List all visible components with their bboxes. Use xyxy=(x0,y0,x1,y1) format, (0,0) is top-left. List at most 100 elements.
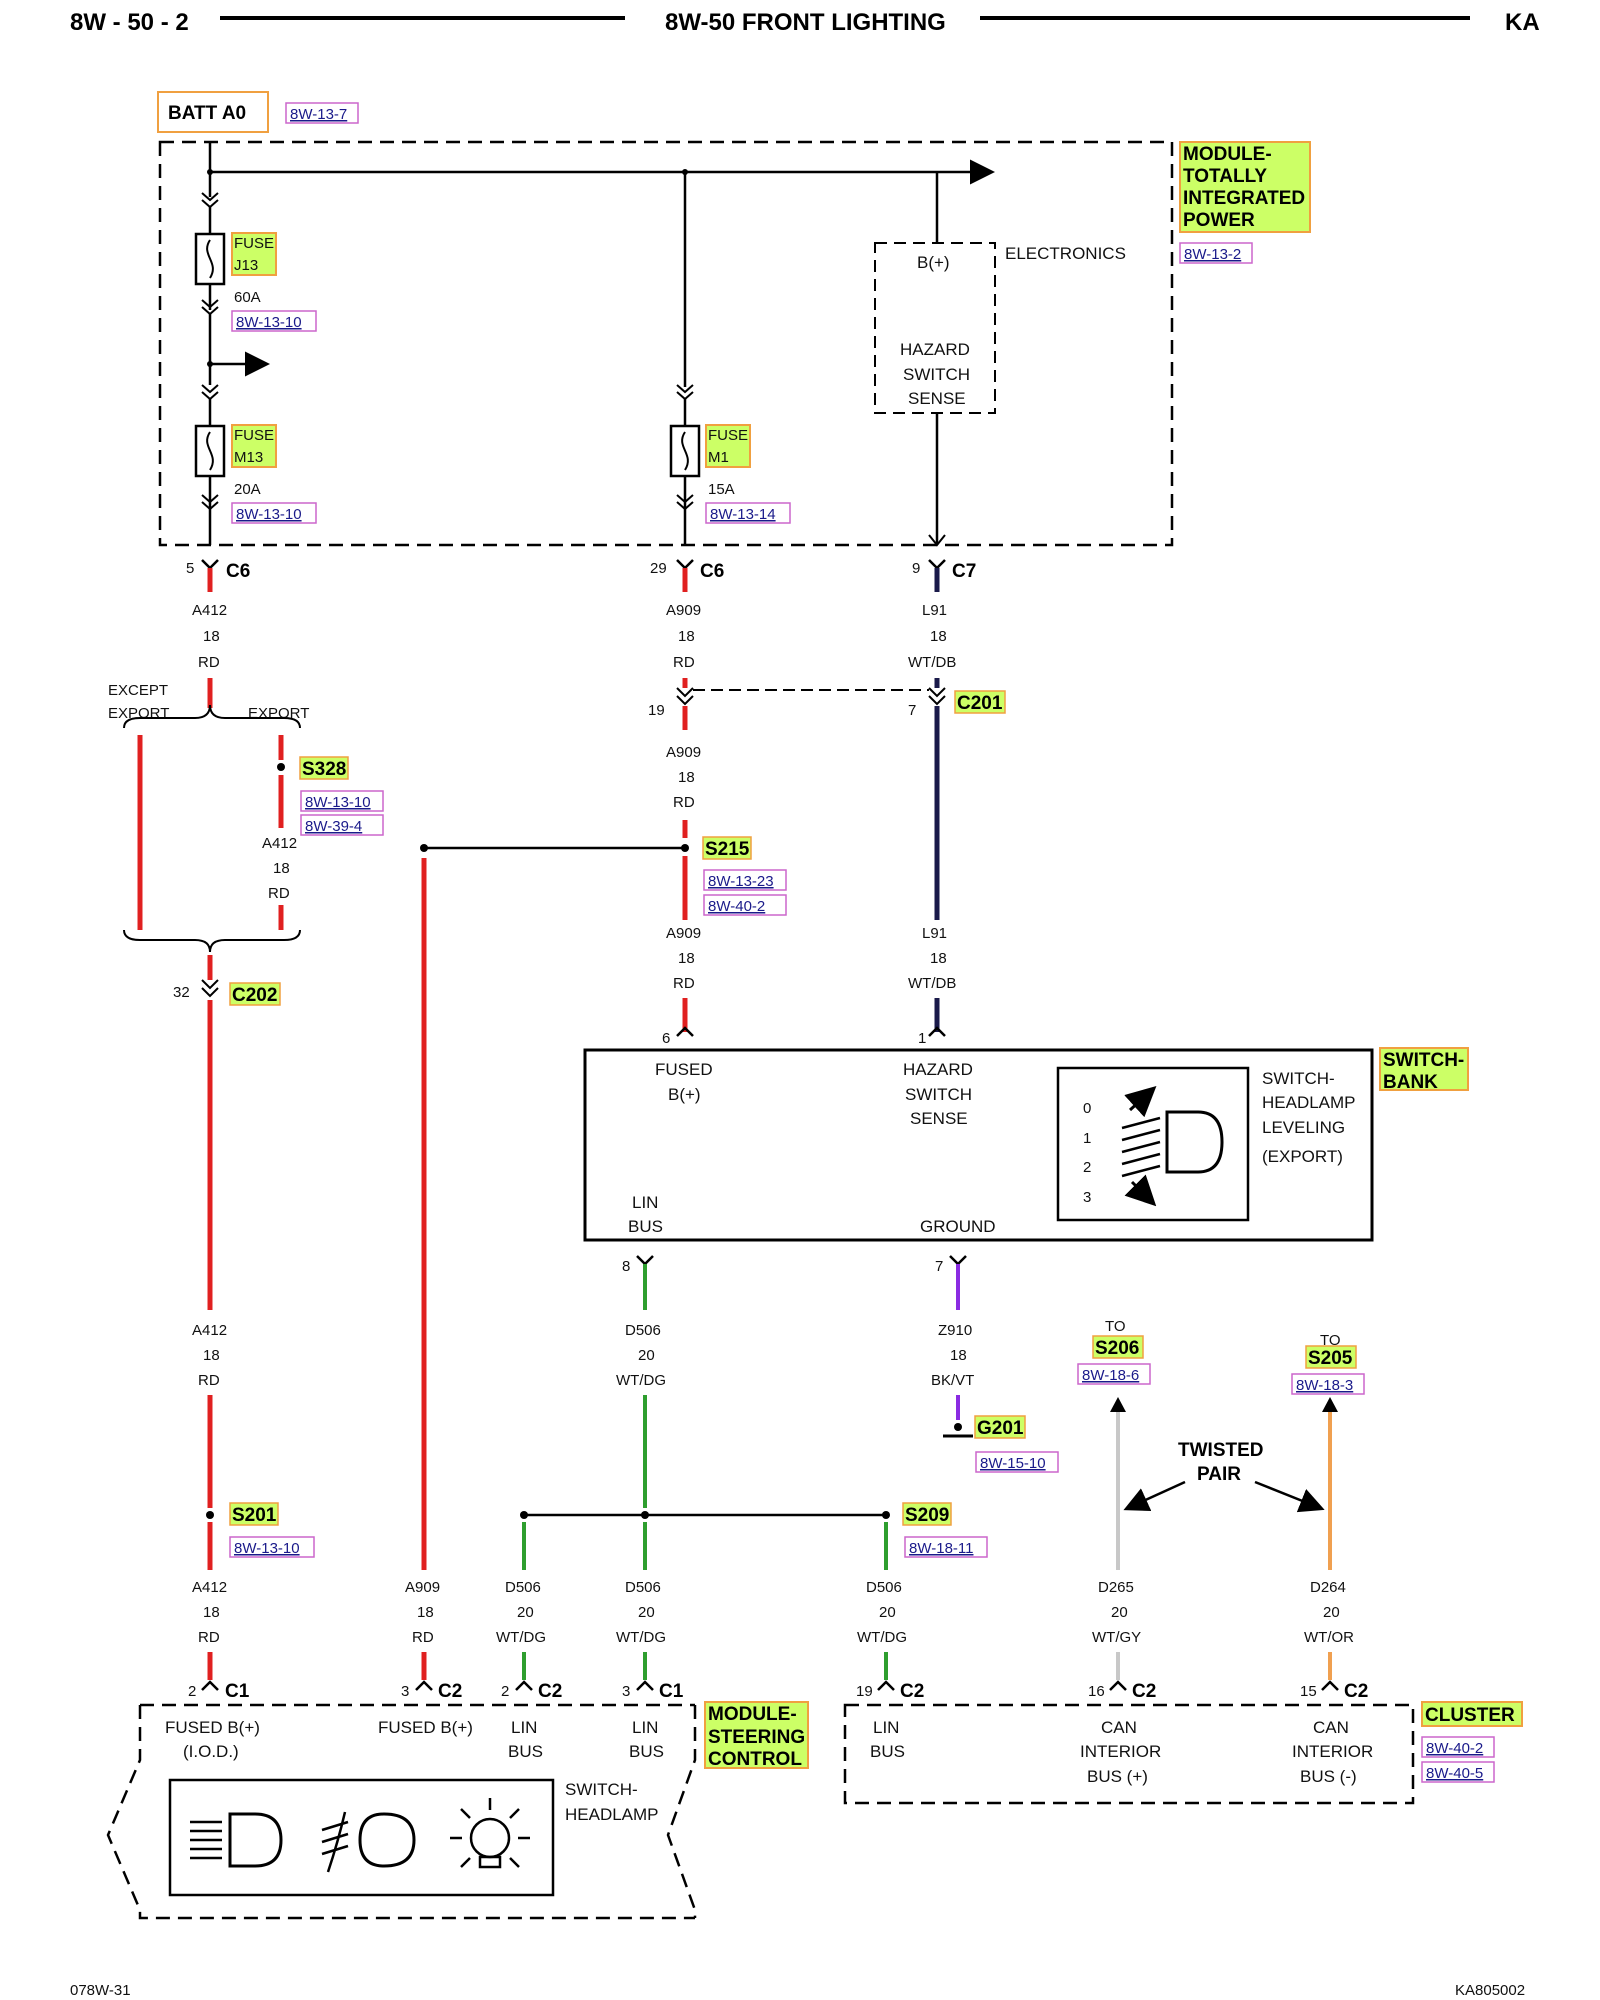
svg-text:C6: C6 xyxy=(226,561,250,582)
svg-text:WT/DB: WT/DB xyxy=(908,654,956,671)
wire-label-l91-mid: L91 18 WT/DB xyxy=(908,925,956,992)
svg-text:C202: C202 xyxy=(232,985,277,1006)
parking-lamp-icon xyxy=(450,1798,530,1869)
leveling-label-4: (EXPORT) xyxy=(1262,1147,1343,1166)
splice-s201-ref[interactable]: 8W-13-10 xyxy=(229,1536,315,1558)
svg-text:WT/DG: WT/DG xyxy=(616,1629,666,1646)
ground-g201-ref[interactable]: 8W-15-10 xyxy=(975,1451,1059,1473)
cluster-canp-line2: INTERIOR xyxy=(1080,1742,1161,1761)
svg-text:8W-13-23: 8W-13-23 xyxy=(708,873,774,890)
svg-text:19: 19 xyxy=(648,702,665,719)
svg-text:D506: D506 xyxy=(625,1322,661,1339)
svg-text:C2: C2 xyxy=(1344,1681,1368,1702)
leveling-label-3: LEVELING xyxy=(1262,1118,1345,1137)
connector-c202: 32 C202 xyxy=(173,979,281,1006)
splice-s328-ref2[interactable]: 8W-39-4 xyxy=(300,814,384,836)
splice-s328-ref1[interactable]: 8W-13-10 xyxy=(300,790,384,812)
scm-connector-c2-pin3: 3 C2 xyxy=(401,1680,462,1702)
batt-ref[interactable]: 8W-13-7 xyxy=(285,102,359,124)
headlamp-switch[interactable] xyxy=(168,1778,555,1897)
svg-text:8W-13-14: 8W-13-14 xyxy=(710,506,776,523)
fuse-m1-ref[interactable]: 8W-13-14 xyxy=(705,502,791,524)
fuse-m13 xyxy=(194,384,226,545)
svg-text:FUSE: FUSE xyxy=(234,235,274,252)
svg-text:A909: A909 xyxy=(405,1579,440,1596)
svg-text:L91: L91 xyxy=(922,925,947,942)
svg-text:WT/GY: WT/GY xyxy=(1092,1629,1141,1646)
scm-headlamp-line2: HEADLAMP xyxy=(565,1805,659,1824)
svg-text:RD: RD xyxy=(412,1629,434,1646)
svg-text:1: 1 xyxy=(918,1030,926,1047)
leveling-pos-3: 3 xyxy=(1083,1189,1091,1206)
cluster-ref2[interactable]: 8W-40-5 xyxy=(1421,1761,1495,1783)
scm-lin1-line1: LIN xyxy=(511,1718,537,1737)
tipm-ref[interactable]: 8W-13-2 xyxy=(1179,242,1253,264)
svg-text:RD: RD xyxy=(198,654,220,671)
svg-text:C2: C2 xyxy=(900,1681,924,1702)
svg-text:A412: A412 xyxy=(192,1322,227,1339)
cluster-canm-line2: INTERIOR xyxy=(1292,1742,1373,1761)
page-header: 8W - 50 - 2 8W-50 FRONT LIGHTING KA xyxy=(70,9,1540,36)
to-s205-ref[interactable]: 8W-18-3 xyxy=(1291,1373,1365,1395)
splice-s201: S201 xyxy=(229,1502,279,1526)
cluster-canm-line1: CAN xyxy=(1313,1718,1349,1737)
svg-text:C2: C2 xyxy=(1132,1681,1156,1702)
svg-text:8: 8 xyxy=(622,1258,630,1275)
scm-lin2-line2: BUS xyxy=(629,1742,664,1761)
wire-label-d506-scm-b: D506 20 WT/DG xyxy=(616,1579,666,1646)
svg-text:18: 18 xyxy=(203,1604,220,1621)
fuse-j13-ref[interactable]: 8W-13-10 xyxy=(231,310,317,332)
svg-text:D506: D506 xyxy=(505,1579,541,1596)
svg-text:PAIR: PAIR xyxy=(1197,1464,1241,1485)
cluster-connector-c2-pin16: 16 C2 xyxy=(1088,1680,1156,1702)
splice-s215: S215 xyxy=(702,836,752,860)
svg-text:8W-40-2: 8W-40-2 xyxy=(1426,1740,1483,1757)
svg-text:18: 18 xyxy=(678,950,695,967)
splice-s328: S328 xyxy=(299,756,349,780)
svg-text:RD: RD xyxy=(268,885,290,902)
svg-text:WT/DB: WT/DB xyxy=(908,975,956,992)
svg-text:G201: G201 xyxy=(977,1418,1024,1439)
switchbank-pins-bottom: 8 7 xyxy=(622,1255,967,1275)
wire-label-a909-mid: A909 18 RD xyxy=(666,744,701,811)
svg-text:S206: S206 xyxy=(1095,1338,1139,1359)
electronics-label: ELECTRONICS xyxy=(1005,244,1126,263)
svg-text:8W-13-10: 8W-13-10 xyxy=(234,1540,300,1557)
fuse-j13-label: FUSE J13 xyxy=(231,232,277,276)
svg-text:16: 16 xyxy=(1088,1683,1105,1700)
leveling-pos-1: 1 xyxy=(1083,1130,1091,1147)
svg-text:RD: RD xyxy=(673,654,695,671)
cluster-module-outline xyxy=(843,1703,1415,1805)
svg-text:S215: S215 xyxy=(705,839,750,860)
to-s206-ref[interactable]: 8W-18-6 xyxy=(1077,1363,1151,1385)
splice-s209-ref[interactable]: 8W-18-11 xyxy=(904,1536,988,1558)
branch-except-line2: EXPORT xyxy=(108,705,169,722)
leveling-label-2: HEADLAMP xyxy=(1262,1093,1356,1112)
svg-text:C6: C6 xyxy=(700,561,724,582)
headlamp-leveling-switch[interactable] xyxy=(1056,1066,1250,1222)
sb-hazard-line3: SENSE xyxy=(910,1109,968,1128)
footer-right: KA805002 xyxy=(1455,1982,1525,1999)
wire-label-a909-top: A909 18 RD xyxy=(666,602,701,671)
svg-text:9: 9 xyxy=(912,560,920,577)
svg-text:C1: C1 xyxy=(659,1681,684,1702)
cluster-canp-line1: CAN xyxy=(1101,1718,1137,1737)
fuse-m13-ref[interactable]: 8W-13-10 xyxy=(231,502,317,524)
splice-s215-ref1[interactable]: 8W-13-23 xyxy=(703,869,787,891)
svg-text:18: 18 xyxy=(203,628,220,645)
wire-label-a412-bottom: A412 18 RD xyxy=(192,1579,227,1646)
svg-text:2: 2 xyxy=(501,1683,509,1700)
svg-text:CONTROL: CONTROL xyxy=(708,1749,802,1770)
svg-text:M13: M13 xyxy=(234,449,263,466)
scm-title: MODULE- STEERING CONTROL xyxy=(704,1701,809,1770)
svg-text:WT/DG: WT/DG xyxy=(616,1372,666,1389)
tipm-electronics-box xyxy=(874,242,996,414)
splice-s215-ref2[interactable]: 8W-40-2 xyxy=(703,894,787,916)
tipm-module-outline xyxy=(158,140,1174,547)
svg-text:20: 20 xyxy=(517,1604,534,1621)
svg-text:8W-40-2: 8W-40-2 xyxy=(708,898,765,915)
cluster-ref1[interactable]: 8W-40-2 xyxy=(1421,1736,1495,1758)
fuse-m13-amps: 20A xyxy=(234,481,261,498)
svg-text:WT/DG: WT/DG xyxy=(496,1629,546,1646)
